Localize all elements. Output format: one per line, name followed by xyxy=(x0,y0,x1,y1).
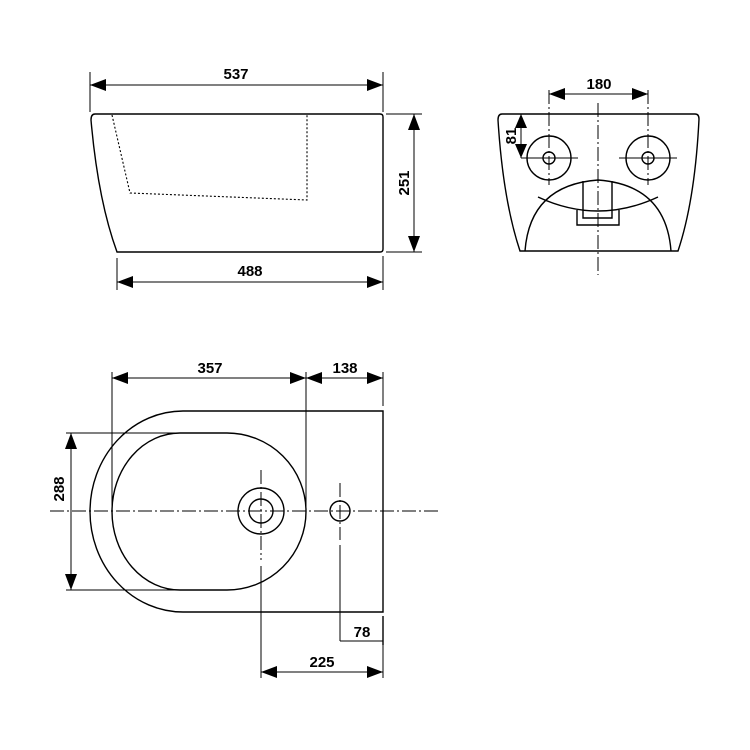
dim-label-78: 78 xyxy=(354,624,371,641)
side-view: 537 488 251 xyxy=(89,66,422,290)
dim-label-138: 138 xyxy=(332,360,357,377)
dimension-251: 251 xyxy=(396,114,420,252)
front-view-rim xyxy=(537,196,659,212)
plan-view-outline xyxy=(89,410,384,613)
dim-label-537: 537 xyxy=(223,66,248,83)
dim-label-488: 488 xyxy=(237,263,262,280)
dimension-138: 138 xyxy=(306,360,383,384)
dimension-180: 180 xyxy=(549,76,648,100)
side-view-hidden-bowl xyxy=(111,114,308,201)
plan-view: 357 138 288 78 225 xyxy=(50,360,440,678)
dim-label-357: 357 xyxy=(197,360,222,377)
dimension-225: 225 xyxy=(261,654,383,678)
dim-label-81: 81 xyxy=(503,128,520,145)
front-view-outline xyxy=(497,113,700,252)
front-view: 180 81 xyxy=(497,76,700,275)
dimension-357: 357 xyxy=(112,360,306,384)
dim-label-225: 225 xyxy=(309,654,334,671)
dimension-78: 78 xyxy=(340,616,384,645)
dimension-288: 288 xyxy=(51,433,77,590)
dim-label-251: 251 xyxy=(396,170,413,195)
dimension-81: 81 xyxy=(503,114,527,158)
dimension-537: 537 xyxy=(90,66,383,91)
plan-view-bowl xyxy=(111,432,307,591)
side-view-outline xyxy=(90,113,384,253)
dim-label-180: 180 xyxy=(586,76,611,93)
dim-label-288: 288 xyxy=(51,476,68,501)
dimension-488: 488 xyxy=(117,263,383,288)
